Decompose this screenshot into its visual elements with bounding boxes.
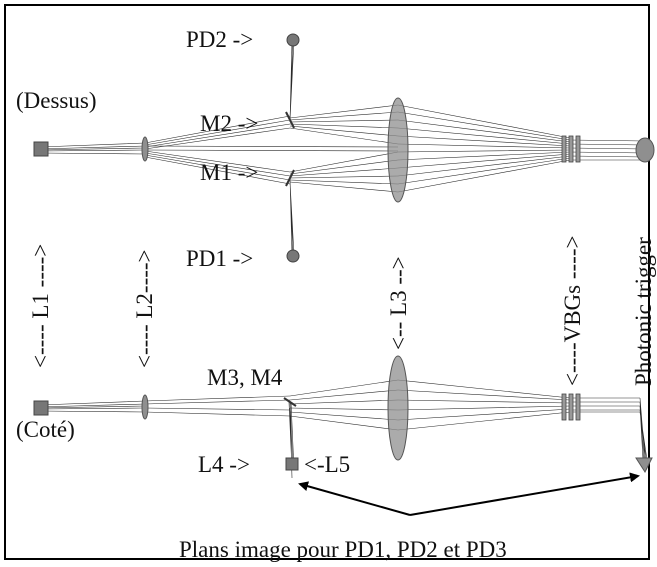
label-cote: (Coté) — [16, 417, 75, 442]
source-top — [33, 141, 49, 157]
lens-l4-l5 — [285, 457, 299, 471]
label-m2: M2 -> — [200, 111, 258, 136]
mirror-m2 — [285, 111, 295, 129]
label-vbgs: <----VBGs ----> — [560, 236, 585, 386]
vbg-side-2 — [568, 393, 574, 421]
photonic-trigger-detector-side — [635, 457, 653, 474]
mirror-m1 — [285, 169, 295, 187]
lens-l3-top — [387, 97, 409, 203]
top-view-rays — [39, 39, 646, 256]
photonic-trigger-detector-top — [635, 137, 655, 163]
label-m1: M1 -> — [200, 160, 258, 185]
vbg-side-3 — [575, 393, 581, 421]
image-plane-arrows — [298, 472, 640, 516]
diagram-frame — [4, 4, 650, 560]
label-pd1: PD1 -> — [186, 246, 253, 271]
label-l4: L4 -> — [198, 452, 250, 477]
vbg-side-1 — [561, 393, 567, 421]
side-view-rays — [39, 379, 648, 479]
label-m3m4: M3, M4 — [207, 365, 283, 390]
label-pd2: PD2 -> — [186, 27, 253, 52]
vbg-top-2 — [568, 135, 574, 163]
label-dessus: (Dessus) — [16, 88, 97, 113]
vbg-top-3 — [575, 135, 581, 163]
label-l1: <---- L1 ----> — [28, 244, 53, 368]
source-side — [33, 400, 49, 416]
label-l3: <-- L3 --> — [386, 256, 411, 350]
lens-l2-side — [141, 394, 149, 420]
top-view-components — [33, 33, 655, 263]
label-l2: <---- L2----> — [132, 249, 157, 368]
pd2-detector — [286, 33, 300, 47]
pd1-detector — [286, 249, 300, 263]
label-photonic-trigger: Photonic trigger — [631, 237, 656, 386]
mirror-m3-m4 — [283, 397, 297, 407]
vbg-top-1 — [561, 135, 567, 163]
side-view-components — [33, 355, 653, 474]
lens-l2-top — [141, 136, 149, 162]
lens-l3-side — [387, 355, 409, 461]
label-plans-image: Plans image pour PD1, PD2 et PD3 — [179, 537, 507, 562]
label-l5: <-L5 — [304, 452, 350, 477]
